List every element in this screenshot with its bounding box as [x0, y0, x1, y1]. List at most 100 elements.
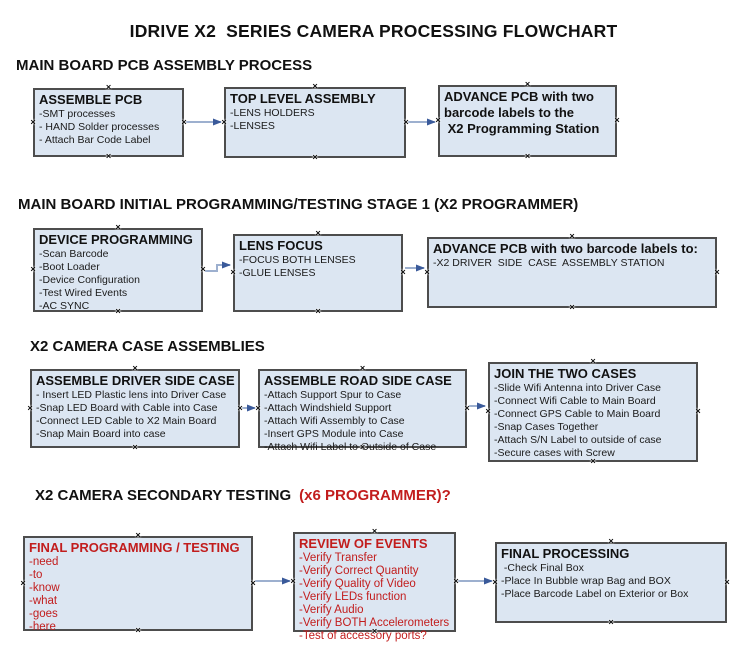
flow-box-line: -AC SYNC	[39, 300, 90, 312]
connection-point-icon: ✕	[614, 117, 620, 125]
flow-box-review-of-events: REVIEW OF EVENTS-Verify Transfer-Verify …	[293, 532, 456, 642]
connection-point-icon: ✕	[315, 308, 321, 316]
connection-point-icon: ✕	[135, 627, 141, 635]
flow-box-line: - Attach Bar Code Label	[39, 134, 151, 146]
section-heading-text: MAIN BOARD PCB ASSEMBLY PROCESS	[16, 57, 313, 74]
flow-box-line: -here	[29, 621, 56, 633]
connection-point-icon: ✕	[695, 408, 701, 416]
flow-box-line: ADVANCE PCB with two	[444, 89, 594, 104]
flow-box-line: -Attach Wifi Label to Outside of Case	[264, 441, 437, 453]
arrow-device-programming-to-lens-focus	[205, 261, 231, 272]
flow-box-line: -Check Final Box	[501, 562, 584, 574]
connection-point-icon: ✕	[464, 405, 470, 412]
flow-box-line: barcode labels to the	[444, 105, 575, 120]
flow-box-line: -Verify Quality of Video	[299, 578, 416, 590]
connection-point-icon: ✕	[590, 458, 596, 466]
flow-box-line: -Snap LED Board with Cable into Case	[36, 402, 218, 414]
connection-point-icon: ✕	[255, 405, 261, 412]
flow-box-line: -Scan Barcode	[39, 248, 109, 260]
section-heading-text: X2 CAMERA SECONDARY TESTING	[35, 487, 292, 504]
section-heading-2: MAIN BOARD INITIAL PROGRAMMING/TESTING S…	[18, 196, 578, 213]
flow-box-line: -LENS HOLDERS	[230, 107, 315, 119]
flow-box-line: -GLUE LENSES	[239, 267, 316, 279]
connection-point-icon: ✕	[230, 269, 236, 277]
flow-box-final-programming-testing: FINAL PROGRAMMING / TESTING-need-to-know…	[23, 536, 253, 633]
connection-point-icon: ✕	[435, 117, 441, 125]
connection-point-icon: ✕	[20, 580, 26, 587]
flow-box-line: -Verify BOTH Accelerometers	[299, 617, 450, 629]
flow-box-line: -Insert GPS Module into Case	[264, 428, 404, 440]
section-heading-4: X2 CAMERA SECONDARY TESTING (x6 PROGRAMME…	[35, 487, 451, 504]
connection-point-icon: ✕	[312, 154, 318, 162]
flow-box-line: -Snap Cases Together	[494, 421, 599, 433]
flow-box-line: -Verify LEDs function	[299, 591, 407, 603]
connection-point-icon: ✕	[453, 578, 459, 586]
flow-box-line: -Verify Correct Quantity	[299, 565, 419, 577]
flow-box-line: -SMT processes	[39, 108, 116, 120]
flow-box-line: -what	[29, 595, 58, 607]
connection-point-icon: ✕	[132, 444, 138, 452]
flow-box-title: DEVICE PROGRAMMING	[39, 232, 193, 247]
section-heading-text: X2 CAMERA CASE ASSEMBLIES	[30, 338, 265, 355]
connection-point-icon: ✕	[608, 619, 614, 627]
flow-box-line: -Snap Main Board into case	[36, 428, 166, 440]
connection-point-icon: ✕	[30, 119, 36, 126]
connection-point-icon: ✕	[30, 266, 36, 274]
flow-box-title: ASSEMBLE ROAD SIDE CASE	[264, 373, 452, 388]
connection-point-icon: ✕	[403, 119, 409, 126]
section-heading-text: MAIN BOARD INITIAL PROGRAMMING/TESTING S…	[18, 196, 579, 213]
connection-point-icon: ✕	[27, 405, 33, 412]
flow-box-lens-focus: LENS FOCUS-FOCUS BOTH LENSES-GLUE LENSES	[233, 234, 403, 312]
flow-box-title: REVIEW OF EVENTS	[299, 536, 428, 551]
connection-point-icon: ✕	[221, 119, 227, 126]
flow-box-line: -Connect Wifi Cable to Main Board	[494, 395, 656, 407]
connection-point-icon: ✕	[485, 408, 491, 416]
flow-box-line: -Verify Audio	[299, 604, 364, 616]
connection-point-icon: ✕	[359, 444, 366, 452]
flow-box-line: -Device Configuration	[39, 274, 140, 286]
connection-point-icon: ✕	[724, 579, 730, 586]
flow-box-line: -Boot Loader	[39, 261, 100, 273]
connection-point-icon: ✕	[608, 538, 614, 546]
connection-point-icon: ✕	[105, 84, 112, 92]
connection-point-icon: ✕	[132, 365, 138, 373]
flow-box-line: -Secure cases with Screw	[494, 447, 615, 459]
flow-box-line: -need	[29, 556, 59, 568]
connection-point-icon: ✕	[315, 230, 321, 238]
flow-box-final-processing: FINAL PROCESSING -Check Final Box-Place …	[495, 542, 727, 623]
flow-box-line: X2 Programming Station	[444, 121, 600, 136]
connection-point-icon: ✕	[590, 358, 596, 366]
connection-point-icon: ✕	[424, 269, 430, 276]
section-heading-3: X2 CAMERA CASE ASSEMBLIES	[30, 338, 265, 355]
flow-box-line: -X2 DRIVER SIDE CASE ASSEMBLY STATION	[433, 257, 665, 269]
flow-box-assemble-pcb: ASSEMBLE PCB-SMT processes- HAND Solder …	[33, 88, 184, 157]
connection-point-icon: ✕	[200, 266, 206, 274]
connection-point-icon: ✕	[290, 578, 296, 586]
flow-box-line: -Connect GPS Cable to Main Board	[494, 408, 661, 420]
flow-box-line: -Test of accessory ports?	[299, 630, 427, 642]
connection-point-icon: ✕	[115, 308, 121, 316]
flow-box-title: ASSEMBLE PCB	[39, 92, 143, 107]
connection-point-icon: ✕	[371, 628, 378, 636]
flow-box-line: - Insert LED Plastic lens into Driver Ca…	[36, 389, 227, 401]
flow-box-line: -Slide Wifi Antenna into Driver Case	[494, 382, 661, 394]
flow-box-title: LENS FOCUS	[239, 238, 323, 253]
connection-point-icon: ✕	[312, 83, 318, 91]
flow-box-line: -to	[29, 569, 43, 581]
connection-point-icon: ✕	[135, 532, 141, 540]
connection-point-icon: ✕	[237, 405, 243, 412]
page-title: IDRIVE X2 SERIES CAMERA PROCESSING FLOWC…	[129, 21, 618, 41]
flow-box-line: -Attach S/N Label to outside of case	[494, 434, 662, 446]
section-heading-accent: (x6 PROGRAMMER)?	[299, 487, 451, 504]
flow-box-line: -Place Barcode Label on Exterior or Box	[501, 588, 689, 600]
flow-box-assemble-driver-side-case: ASSEMBLE DRIVER SIDE CASE- Insert LED Pl…	[30, 369, 240, 448]
flow-box-line: - HAND Solder processes	[39, 121, 160, 133]
flow-box-title: JOIN THE TWO CASES	[494, 366, 637, 381]
section-heading-1: MAIN BOARD PCB ASSEMBLY PROCESS	[16, 57, 312, 74]
flow-box-line: -Attach Wifi Assembly to Case	[264, 415, 405, 427]
connection-point-icon: ✕	[569, 233, 575, 241]
flow-box-line: -Connect LED Cable to X2 Main Board	[36, 415, 217, 427]
flow-box-line: -Test Wired Events	[39, 287, 128, 299]
